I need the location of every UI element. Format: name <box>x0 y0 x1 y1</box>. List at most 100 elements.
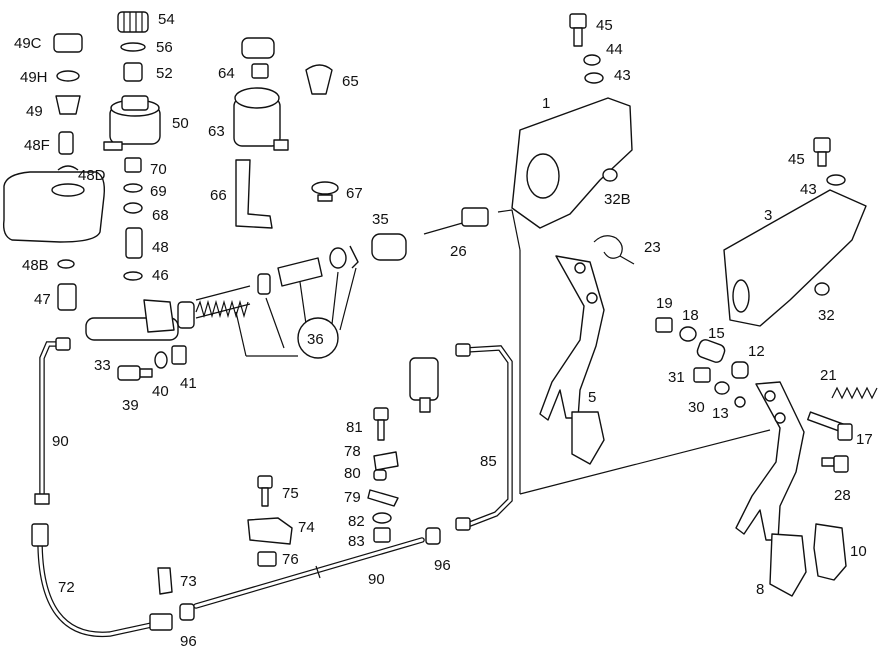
washer-69 <box>123 183 143 193</box>
callout-48F: 48F <box>24 137 50 154</box>
callout-85: 85 <box>480 453 497 470</box>
hose-clamp-67 <box>311 181 339 202</box>
leader-lines <box>497 209 771 495</box>
nut-70 <box>124 157 142 173</box>
callout-28: 28 <box>834 487 851 504</box>
callout-70: 70 <box>150 161 167 178</box>
callout-23: 23 <box>644 239 661 256</box>
bolt-75 <box>257 475 273 507</box>
callout-43b: 43 <box>800 181 817 198</box>
boot-35 <box>371 233 407 261</box>
grommet-65 <box>305 64 333 95</box>
callout-44: 44 <box>606 41 623 58</box>
callout-47: 47 <box>34 291 51 308</box>
callout-74: 74 <box>298 519 315 536</box>
callout-82: 82 <box>348 513 365 530</box>
reservoir-cap-54 <box>117 11 149 33</box>
callout-78: 78 <box>344 443 361 460</box>
callout-48: 48 <box>152 239 169 256</box>
nut-19 <box>655 317 673 333</box>
bolt-28 <box>821 455 849 473</box>
callout-41: 41 <box>180 375 197 392</box>
washer-49H <box>56 70 80 82</box>
callout-19: 19 <box>656 295 673 312</box>
callout-45a: 45 <box>596 17 613 34</box>
washer-18 <box>679 326 697 342</box>
callout-46: 46 <box>152 267 169 284</box>
washer-43b <box>826 174 846 186</box>
nut-83 <box>373 527 391 543</box>
cap-49C <box>53 33 83 53</box>
callout-56: 56 <box>156 39 173 56</box>
callout-3: 3 <box>764 207 772 224</box>
washer-82 <box>372 512 392 524</box>
union-48 <box>125 227 143 259</box>
callout-15: 15 <box>708 325 725 342</box>
reservoir-50 <box>103 95 161 151</box>
callout-32: 32 <box>818 307 835 324</box>
callout-33: 33 <box>94 357 111 374</box>
pedal-8 <box>735 381 807 597</box>
leader-lines-36 <box>235 267 357 357</box>
callout-52: 52 <box>156 65 173 82</box>
callout-80: 80 <box>344 465 361 482</box>
slave-fitting <box>409 357 439 413</box>
spring-23 <box>593 235 635 265</box>
seal-ring-56 <box>120 42 146 52</box>
callout-79: 79 <box>344 489 361 506</box>
spring-21 <box>831 386 878 400</box>
callout-73: 73 <box>180 573 197 590</box>
callout-75: 75 <box>282 485 299 502</box>
bolt-39 <box>117 365 153 381</box>
callout-35: 35 <box>372 211 389 228</box>
nut-41 <box>171 345 187 365</box>
callout-67: 67 <box>346 185 363 202</box>
callout-1: 1 <box>542 95 550 112</box>
washer-44 <box>583 54 601 66</box>
callout-36: 36 <box>307 331 324 348</box>
pipe-90-vertical <box>34 337 71 505</box>
plate-79 <box>367 489 399 507</box>
callout-65: 65 <box>342 73 359 90</box>
bolt-45a <box>569 13 587 47</box>
bracket-66 <box>235 159 273 229</box>
hose-72 <box>31 523 173 638</box>
callout-43a: 43 <box>614 67 631 84</box>
clip-78 <box>373 451 399 471</box>
callout-12: 12 <box>748 343 765 360</box>
callout-48B: 48B <box>22 257 49 274</box>
pedal-bracket-1 <box>511 97 633 229</box>
callout-5: 5 <box>588 389 596 406</box>
callout-17: 17 <box>856 431 873 448</box>
callout-48D: 48D <box>78 167 106 184</box>
union-96a <box>179 603 195 621</box>
clip-48D <box>57 165 79 171</box>
washer-68 <box>123 202 143 214</box>
callout-49C: 49C <box>14 35 42 52</box>
ring-36a <box>329 247 347 269</box>
fitting-48F <box>58 131 74 155</box>
bushing-12 <box>731 361 749 379</box>
washer-48B <box>57 259 75 269</box>
bushing-15 <box>696 339 726 363</box>
pushrod-26 <box>423 207 489 235</box>
ring-36b <box>349 245 359 269</box>
pedal-5 <box>539 255 605 465</box>
clip-13 <box>734 396 746 408</box>
reservoir-63 <box>233 87 289 151</box>
callout-68: 68 <box>152 207 169 224</box>
callout-26: 26 <box>450 243 467 260</box>
callout-31: 31 <box>668 369 685 386</box>
insert-52 <box>123 62 143 82</box>
callout-labels: 54 56 52 49C 49H 49 50 48F 48D 70 69 68 … <box>14 11 873 650</box>
strainer-49 <box>55 95 81 115</box>
reservoir-tank-48 <box>2 171 106 243</box>
pipe-85 <box>455 343 513 531</box>
callout-64: 64 <box>218 65 235 82</box>
callout-90a: 90 <box>52 433 69 450</box>
washer-30 <box>714 381 730 395</box>
nut-31 <box>693 367 711 383</box>
callout-circle-36 <box>297 317 339 359</box>
washer-40 <box>154 351 168 369</box>
